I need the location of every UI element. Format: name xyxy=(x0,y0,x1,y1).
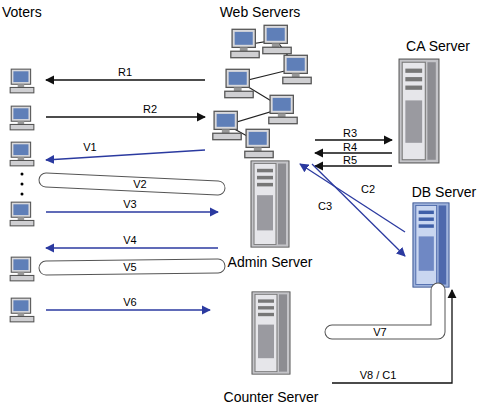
voter-computer xyxy=(10,106,34,130)
node-title: CA Server xyxy=(406,38,470,54)
web-server-computer xyxy=(231,29,259,57)
web-server-computer xyxy=(263,25,291,53)
message-label: V3 xyxy=(123,198,136,210)
message-arrow xyxy=(46,79,205,80)
web-server-computer xyxy=(225,69,253,97)
node-title: Counter Server xyxy=(224,389,319,405)
voter-computer xyxy=(10,142,34,166)
web-server-computer xyxy=(213,111,241,139)
message-label: C3 xyxy=(318,200,332,212)
tube-inner xyxy=(332,290,438,332)
message-arrow xyxy=(332,290,452,383)
ca-server-node: CA Server xyxy=(392,38,484,168)
db-server-tower xyxy=(413,203,449,287)
tube-inner xyxy=(46,180,218,188)
node-title: Admin Server xyxy=(228,254,313,270)
admin-server-node: Admin Server xyxy=(218,158,322,270)
ellipsis-dot xyxy=(21,173,24,176)
counter-server-node: Counter Server xyxy=(210,288,332,405)
voter-computer xyxy=(10,69,34,93)
message-label: R5 xyxy=(343,154,357,166)
message-label: V7 xyxy=(373,326,386,338)
message-label: C2 xyxy=(361,183,375,195)
ellipsis-dot xyxy=(21,183,24,186)
message-label: V4 xyxy=(123,234,136,246)
voter-computer xyxy=(10,298,34,322)
message-arrow xyxy=(315,139,392,140)
secure-channel-tube xyxy=(46,180,218,188)
web-servers-node: Web Servers xyxy=(205,4,315,164)
message-label: V2 xyxy=(133,178,146,190)
web-server-computer xyxy=(245,129,273,157)
message-label: R1 xyxy=(118,66,132,78)
ca-server-tower xyxy=(399,59,439,163)
message-label: V1 xyxy=(83,141,96,153)
message-label: R4 xyxy=(343,141,357,153)
message-arrow xyxy=(46,211,218,212)
message-label: R3 xyxy=(343,127,357,139)
node-title: Web Servers xyxy=(220,4,301,20)
message-arrow xyxy=(46,150,205,160)
counter-server-tower xyxy=(252,292,290,374)
message-arrow xyxy=(46,309,210,310)
message-label: V5 xyxy=(123,261,136,273)
message-arrow xyxy=(300,164,405,232)
web-server-computer xyxy=(269,95,297,123)
node-title: Voters xyxy=(2,4,42,20)
message-label: V6 xyxy=(123,296,136,308)
secure-channel-tube xyxy=(332,290,438,332)
admin-server-tower xyxy=(251,161,289,247)
voters-group: Voters xyxy=(2,4,46,334)
message-label: V8 / C1 xyxy=(360,369,397,381)
message-arrow xyxy=(312,164,405,256)
db-server-node: DB Server xyxy=(405,184,483,290)
message-arrow xyxy=(315,165,392,166)
message-arrow xyxy=(46,116,205,117)
tube-outline xyxy=(332,290,438,332)
node-title: DB Server xyxy=(412,184,477,200)
message-label: R2 xyxy=(143,103,157,115)
web-server-computer xyxy=(283,55,311,83)
voter-computer xyxy=(10,202,34,226)
message-arrow xyxy=(46,247,218,248)
message-arrow xyxy=(315,152,392,153)
tube-outline xyxy=(46,180,218,188)
voter-computer xyxy=(10,257,34,281)
ellipsis-dot xyxy=(21,193,24,196)
